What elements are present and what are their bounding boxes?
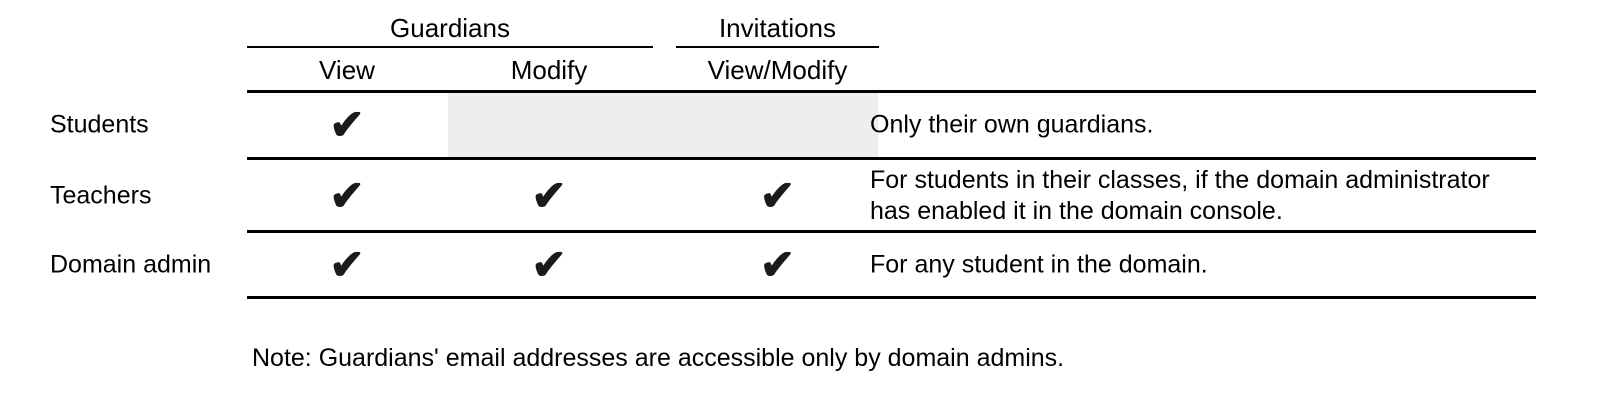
- column-header-view-modify: View/Modify: [707, 55, 848, 85]
- row-label-students: Students: [50, 110, 149, 139]
- row-rule: [247, 230, 1536, 233]
- row-rule: [247, 296, 1536, 299]
- check-icon: ✔: [759, 240, 796, 288]
- row-note-domain-admin: For any student in the domain.: [870, 250, 1208, 278]
- table-row-domain-admin: Domain admin ✔ ✔ ✔ For any student in th…: [0, 233, 1600, 296]
- check-icon: ✔: [329, 101, 365, 148]
- cell-admin-invitations-view-modify: ✔: [676, 240, 879, 288]
- group-header-guardians: Guardians: [390, 13, 510, 43]
- table-row-teachers: Teachers ✔ ✔ ✔ For students in their cla…: [0, 161, 1600, 230]
- cell-teachers-invitations-view-modify: ✔: [676, 171, 879, 219]
- row-rule: [247, 157, 1536, 160]
- header-rule: [247, 90, 1536, 93]
- cell-admin-guardians-modify: ✔: [447, 240, 651, 288]
- guardians-underline: [247, 46, 653, 48]
- check-icon: ✔: [329, 240, 365, 288]
- row-note-students: Only their own guardians.: [870, 110, 1154, 139]
- column-header-modify: Modify: [510, 55, 588, 85]
- cell-students-guardians-view: ✔: [247, 104, 447, 146]
- row-label-domain-admin: Domain admin: [50, 250, 212, 278]
- check-icon: ✔: [759, 171, 796, 219]
- invitations-underline: [676, 46, 879, 48]
- table-row-students: Students ✔ Only their own guardians.: [0, 93, 1600, 157]
- group-header-invitations: Invitations: [718, 13, 837, 43]
- check-icon: ✔: [329, 171, 365, 219]
- footnote: Note: Guardians' email addresses are acc…: [252, 344, 1065, 372]
- row-label-teachers: Teachers: [50, 181, 152, 209]
- cell-admin-guardians-view: ✔: [247, 240, 447, 288]
- not-applicable-cell: [448, 93, 878, 157]
- check-icon: ✔: [531, 240, 567, 288]
- column-header-view: View: [319, 55, 375, 85]
- check-icon: ✔: [531, 171, 567, 219]
- cell-teachers-guardians-modify: ✔: [447, 171, 651, 219]
- row-note-teachers: For students in their classes, if the do…: [870, 165, 1490, 225]
- cell-teachers-guardians-view: ✔: [247, 171, 447, 219]
